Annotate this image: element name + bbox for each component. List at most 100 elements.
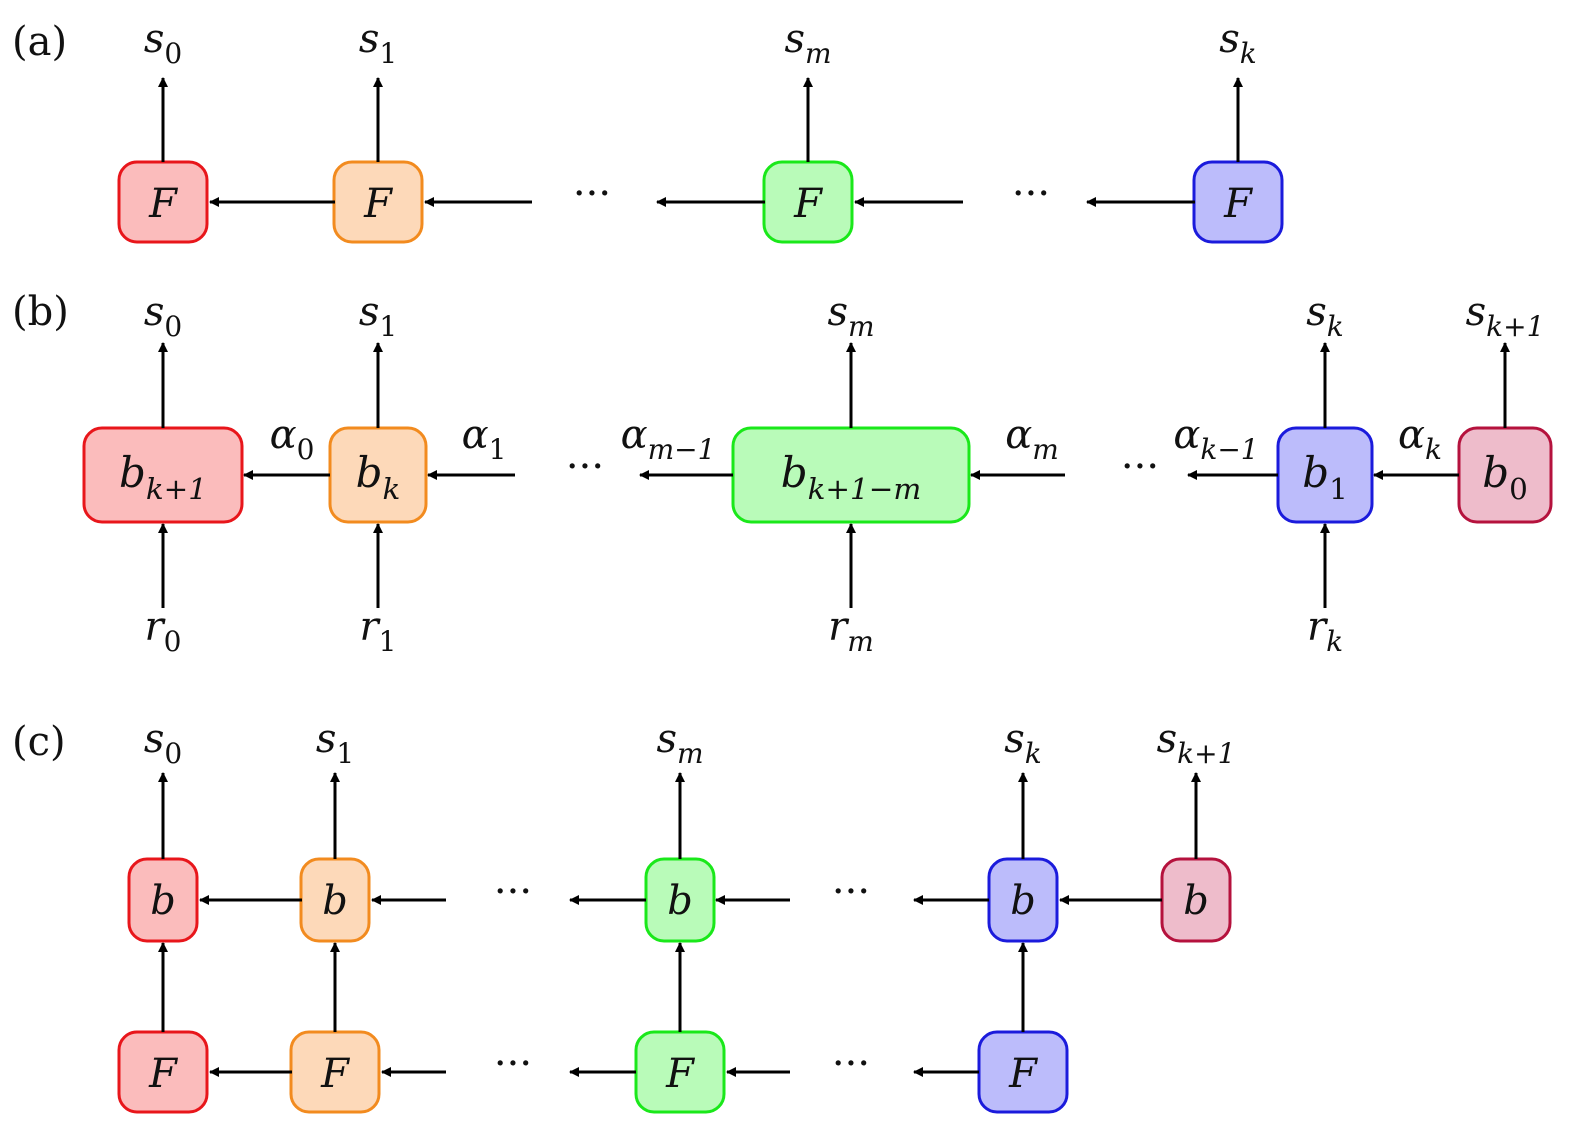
c-out-label-1-sub: 1: [336, 737, 354, 770]
a-out-label-0-sub: 0: [164, 37, 182, 70]
c-out-label-0-sub: 0: [164, 737, 182, 770]
c-bottom-node-label-1-main: F: [320, 1051, 350, 1097]
b-out-label-1: s1: [359, 289, 397, 343]
c-top-node-label-4: b: [1183, 878, 1209, 924]
c-bottom-dots-1: ···: [494, 1041, 532, 1087]
b-edge-label-3: αm: [1005, 412, 1059, 466]
c-bottom-node-label-3-main: F: [1008, 1051, 1038, 1097]
b-in-label-1-sub: 1: [379, 625, 397, 658]
b-in-label-3: rk: [1307, 604, 1343, 658]
a-node-label-0-main: F: [148, 181, 178, 227]
b-dots-1: ···: [566, 444, 604, 490]
b-out-label-4: sk+1: [1466, 289, 1545, 343]
b-out-label-4-sub: k+1: [1486, 310, 1544, 343]
b-out-label-0: s0: [144, 289, 182, 343]
b-edge-label-4-main: α: [1173, 412, 1200, 458]
b-out-label-0-sub: 0: [164, 310, 182, 343]
b-out-label-2: sm: [827, 289, 874, 343]
c-out-label-2-main: s: [656, 716, 677, 762]
diagram-content: Fs0Fs1FsmFsk······bk+1s0r0bks1r1bk+1−msm…: [82, 16, 1553, 1114]
b-edge-label-0-main: α: [270, 412, 297, 458]
b-node-label-3-main: b: [1302, 448, 1329, 497]
a-node-label-3-main: F: [1223, 181, 1253, 227]
c-top-node-label-1: b: [322, 878, 348, 924]
c-bottom-dots-2: ···: [832, 1041, 870, 1087]
c-out-label-1-main: s: [316, 716, 337, 762]
b-in-label-3-sub: k: [1326, 625, 1343, 658]
b-out-label-1-main: s: [359, 289, 380, 335]
c-top-node-label-0: b: [150, 878, 176, 924]
c-top-dots-2: ···: [832, 869, 870, 915]
c-top-node-label-3-main: b: [1010, 878, 1036, 924]
b-in-label-2: rm: [828, 604, 874, 658]
b-node-label-2: bk+1−m: [781, 448, 922, 506]
b-in-label-0-main: r: [145, 604, 167, 650]
b-in-label-2-main: r: [828, 604, 850, 650]
c-out-label-1: s1: [316, 716, 354, 770]
c-top-node-label-0-main: b: [150, 878, 176, 924]
b-node-label-0-sub: k+1: [146, 472, 207, 506]
c-top-node-label-4-main: b: [1183, 878, 1209, 924]
b-edge-label-5: αk: [1398, 412, 1442, 466]
a-dots-2: ···: [1012, 171, 1050, 217]
b-out-label-3: sk: [1306, 289, 1344, 343]
b-node-label-4-main: b: [1482, 448, 1509, 497]
b-node-label-2-sub: k+1−m: [808, 472, 922, 506]
b-edge-label-3-sub: m: [1032, 433, 1059, 466]
c-top-node-label-2-main: b: [667, 878, 693, 924]
a-out-label-2: sm: [784, 16, 831, 70]
b-node-label-1-main: b: [356, 448, 383, 497]
b-in-label-1: r1: [360, 604, 397, 658]
c-bottom-node-label-3: F: [1008, 1051, 1038, 1097]
c-out-label-0: s0: [144, 716, 182, 770]
b-edge-label-1: α1: [462, 412, 507, 466]
b-node-label-4: b0: [1482, 448, 1528, 506]
b-node-label-1: bk: [356, 448, 401, 506]
b-in-label-0-sub: 0: [164, 625, 182, 658]
b-node-label-3: b1: [1302, 448, 1348, 506]
b-edge-label-4-sub: k−1: [1200, 433, 1258, 466]
b-out-label-0-main: s: [144, 289, 165, 335]
a-dots-1: ···: [573, 171, 611, 217]
c-out-label-3: sk: [1004, 716, 1042, 770]
b-out-label-2-main: s: [827, 289, 848, 335]
a-out-label-0-main: s: [144, 16, 165, 62]
a-out-label-3-sub: k: [1240, 37, 1257, 70]
c-top-node-label-3: b: [1010, 878, 1036, 924]
panel-a-label: (a): [12, 19, 67, 65]
b-node-label-1-sub: k: [383, 472, 401, 506]
a-node-label-0: F: [148, 181, 178, 227]
a-out-label-2-main: s: [784, 16, 805, 62]
c-bottom-node-label-1: F: [320, 1051, 350, 1097]
c-out-label-0-main: s: [144, 716, 165, 762]
c-top-node-label-1-main: b: [322, 878, 348, 924]
a-out-label-1-main: s: [359, 16, 380, 62]
b-node-label-3-sub: 1: [1329, 472, 1348, 506]
b-edge-label-1-sub: 1: [489, 433, 507, 466]
c-out-label-4-main: s: [1157, 716, 1178, 762]
b-node-label-0: bk+1: [119, 448, 207, 506]
c-out-label-3-sub: k: [1025, 737, 1042, 770]
c-bottom-node-label-2: F: [665, 1051, 695, 1097]
b-in-label-0: r0: [145, 604, 182, 658]
b-edge-label-2-main: α: [621, 412, 648, 458]
a-out-label-1: s1: [359, 16, 397, 70]
a-out-label-0: s0: [144, 16, 182, 70]
c-out-label-2-sub: m: [677, 737, 704, 770]
panel-b-label: (b): [12, 289, 69, 335]
b-edge-label-2-sub: m−1: [648, 433, 716, 466]
b-edge-label-5-sub: k: [1425, 433, 1442, 466]
c-bottom-node-label-0-main: F: [148, 1051, 178, 1097]
c-bottom-node-label-2-main: F: [665, 1051, 695, 1097]
b-edge-label-4: αk−1: [1173, 412, 1258, 466]
a-node-label-1-main: F: [363, 181, 393, 227]
panel-c-label: (c): [12, 719, 66, 765]
c-out-label-4-sub: k+1: [1177, 737, 1235, 770]
a-out-label-2-sub: m: [805, 37, 832, 70]
a-out-label-3: sk: [1219, 16, 1257, 70]
c-out-label-3-main: s: [1004, 716, 1025, 762]
b-dots-2: ···: [1121, 444, 1159, 490]
b-edge-label-5-main: α: [1398, 412, 1425, 458]
b-edge-label-1-main: α: [462, 412, 489, 458]
c-out-label-2: sm: [656, 716, 703, 770]
